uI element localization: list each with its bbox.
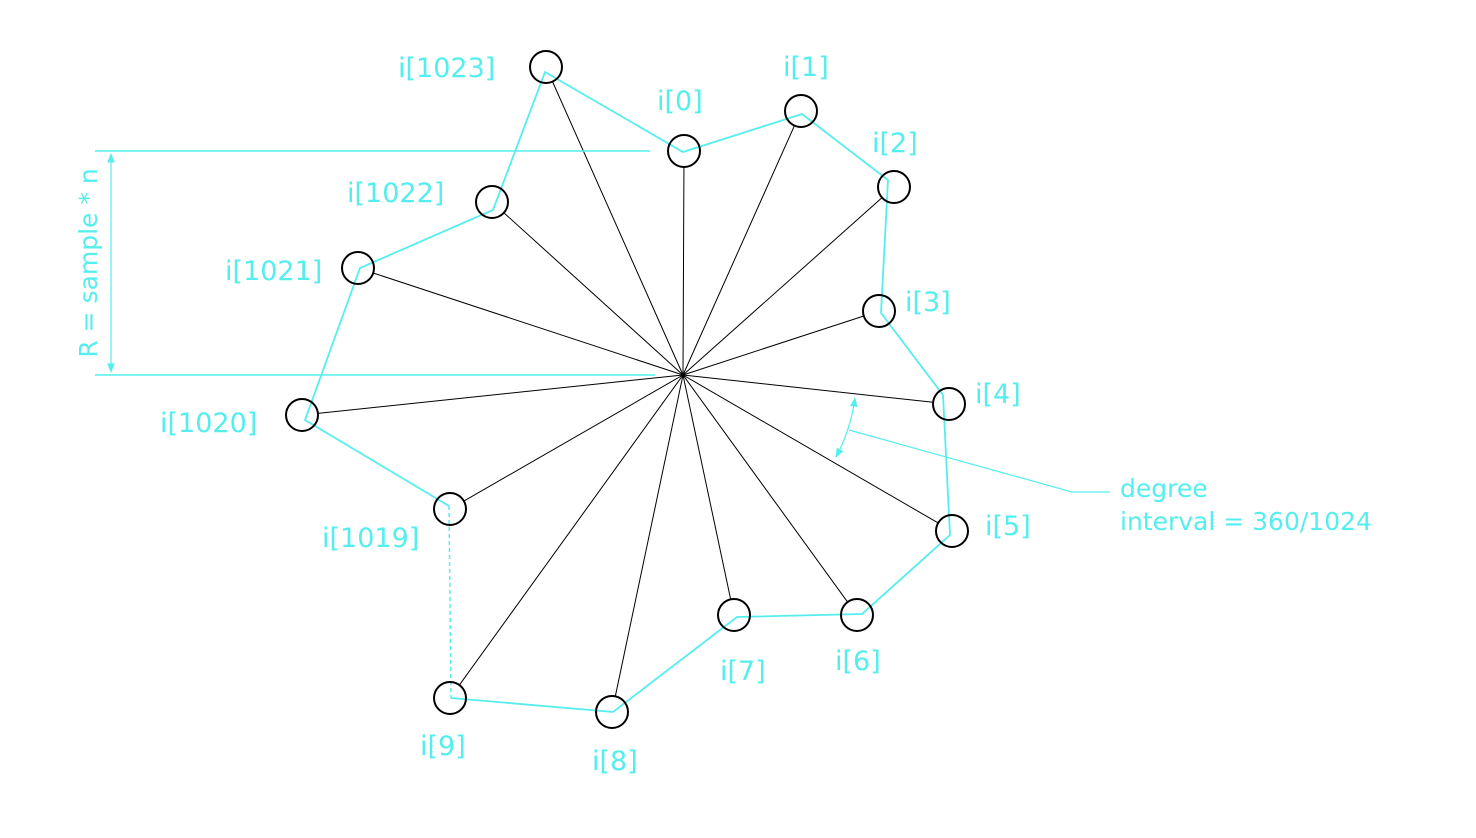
point-label-1022: i[1022] — [347, 178, 444, 209]
spoke-2 — [682, 197, 883, 376]
sample-point-1020 — [285, 398, 319, 432]
sample-point-9 — [433, 681, 467, 715]
point-label-2: i[2] — [872, 128, 918, 159]
outline — [303, 70, 951, 713]
angle-note-degree: degree — [1120, 474, 1208, 503]
sample-point-6 — [840, 598, 874, 632]
sample-point-8 — [595, 695, 629, 729]
spoke-5 — [682, 374, 939, 524]
spoke-1023 — [552, 81, 684, 376]
sample-points — [285, 50, 969, 729]
radius-label: R = sample * n — [74, 168, 103, 357]
spoke-7 — [682, 374, 732, 600]
spoke-4 — [682, 374, 934, 403]
spoke-1019 — [463, 374, 684, 502]
spoke-1 — [682, 125, 795, 376]
point-label-1: i[1] — [783, 52, 829, 83]
sample-point-1023 — [529, 50, 563, 84]
point-label-5: i[5] — [985, 511, 1031, 542]
point-label-8: i[8] — [592, 746, 638, 777]
point-label-9: i[9] — [420, 731, 466, 762]
sample-point-7 — [717, 598, 751, 632]
angle-note-interval: interval = 360/1024 — [1120, 507, 1372, 536]
outline-gap-dashed — [448, 505, 452, 699]
point-label-1019: i[1019] — [322, 523, 419, 554]
outline-path — [303, 70, 951, 713]
spoke-0 — [682, 166, 685, 376]
spoke-1020 — [317, 374, 684, 414]
spoke-1022 — [503, 212, 684, 376]
point-label-1023: i[1023] — [398, 53, 495, 84]
point-label-0: i[0] — [657, 86, 703, 117]
point-label-1020: i[1020] — [160, 408, 257, 439]
angle-arc — [835, 397, 858, 458]
spokes — [317, 81, 939, 697]
point-label-4: i[4] — [975, 379, 1021, 410]
point-labels: i[0] i[1] i[2] i[3] i[4] i[5] i[6] i[7] i[8] i[9]… — [160, 52, 1031, 777]
spoke-1021 — [373, 272, 684, 376]
sample-point-1022 — [475, 185, 509, 219]
sample-point-1021 — [341, 251, 375, 285]
spoke-8 — [614, 374, 684, 697]
point-label-3: i[3] — [905, 287, 951, 318]
sample-point-1019 — [433, 492, 467, 526]
sample-point-0 — [667, 134, 701, 168]
angle-leader-line — [848, 429, 1110, 493]
point-label-6: i[6] — [835, 646, 881, 677]
point-label-1021: i[1021] — [225, 256, 322, 287]
sample-point-3 — [862, 294, 896, 328]
point-label-7: i[7] — [720, 656, 766, 687]
sample-point-4 — [932, 387, 966, 421]
spoke-6 — [682, 374, 849, 603]
spoke-3 — [682, 315, 864, 376]
sample-point-2 — [877, 170, 911, 204]
spoke-9 — [458, 374, 684, 686]
sample-point-1 — [784, 94, 818, 128]
sample-point-5 — [935, 514, 969, 548]
